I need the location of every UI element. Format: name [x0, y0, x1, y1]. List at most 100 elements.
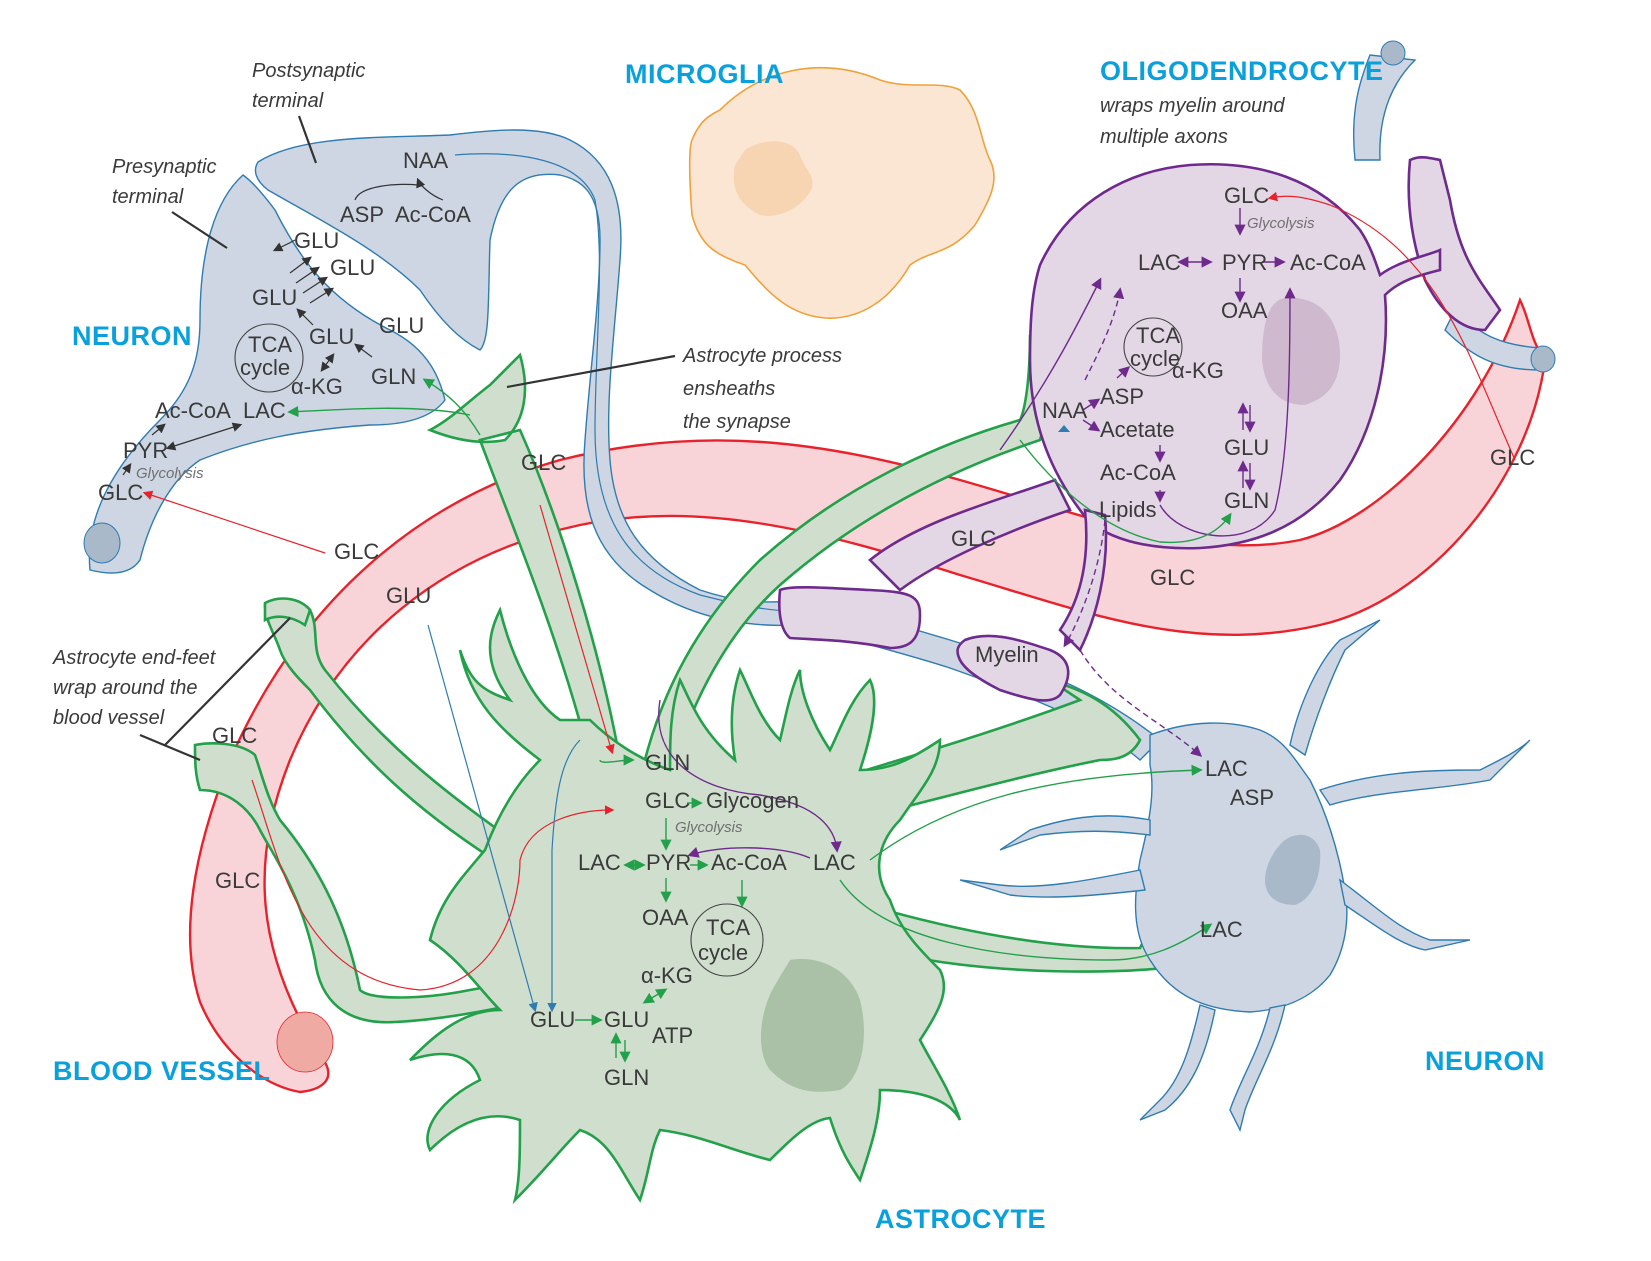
label-glu-pre-top: GLU: [294, 228, 339, 253]
label-glu-oligo: GLU: [1224, 435, 1269, 460]
arrow-lac-to-pyr: [687, 847, 811, 859]
oligodendrocyte-myelin-segment-lower: [956, 634, 1070, 702]
label-glu-pre-mid: GLU: [252, 285, 297, 310]
arrow-pyr-lac: [165, 422, 243, 451]
label-akg-oligo: α-KG: [1172, 358, 1224, 383]
oligodendrocyte-myelin-segment-left: [778, 585, 922, 650]
label-glc-vessel-right: GLC: [1150, 565, 1195, 590]
left-neuron-arrows: [121, 180, 481, 554]
annotation-oligo-sub-2: multiple axons: [1100, 126, 1228, 148]
arrow-vesicle-3: [302, 276, 329, 294]
neuron-right: [959, 619, 1531, 1133]
title-oligodendrocyte: OLIGODENDROCYTE: [1100, 56, 1384, 86]
label-accoa-post: Ac-CoA: [395, 202, 471, 227]
arrow-glc-vessel-to-astro: [539, 504, 615, 755]
label-oaa-astro: OAA: [642, 905, 689, 930]
arrow-asp-tca: [1116, 366, 1131, 379]
axon-end-upper: [1380, 40, 1406, 66]
label-glc-vessel-top: GLC: [521, 450, 566, 475]
arrow-vesicle-1: [289, 256, 312, 274]
label-gln-astro-bottom: GLN: [604, 1065, 649, 1090]
label-asp-post: ASP: [340, 202, 384, 227]
arrow-glu-uptake-1: [427, 624, 538, 1013]
arrow-naa-to-lac-dashed: [1084, 287, 1125, 381]
arrow-myelin-to-neuron: [1079, 649, 1203, 757]
neuron-left: [83, 129, 801, 627]
annotation-postsynaptic-1: Postsynaptic: [252, 60, 365, 82]
label-lipids-oligo: Lipids: [1099, 497, 1156, 522]
microglia-body: [688, 67, 995, 319]
arrow-gln-to-astro-gln: [599, 754, 635, 766]
arrow-glc-vessel-to-oligo: [1267, 191, 1516, 461]
arrow-lac-to-neuron-top: [869, 764, 1203, 861]
neuron-right-nucleus: [1265, 834, 1321, 905]
arrow-glc-endfoot-to-astro: [251, 779, 615, 991]
arrow-astro-to-oligo-lac: [999, 277, 1102, 451]
label-glc-astro: GLC: [645, 788, 690, 813]
arrow-naa: [354, 180, 444, 201]
leader-endfeet-1: [139, 733, 201, 762]
oligodendrocyte-arrows: [999, 191, 1516, 757]
label-naa: NAA: [403, 148, 449, 173]
label-asp-neuron-right: ASP: [1230, 785, 1274, 810]
label-atp: ATP: [652, 1023, 693, 1048]
arrow-lac-to-neuron: [287, 405, 471, 418]
annotation-oligo-sub-1: wraps myelin around: [1100, 95, 1285, 117]
label-tca-neuron-2: cycle: [240, 355, 290, 380]
label-lac-neuron-right-top: LAC: [1205, 756, 1248, 781]
label-tca-astro-1: TCA: [706, 915, 750, 940]
dendrite-2: [1318, 739, 1531, 806]
annotation-presynaptic-1: Presynaptic: [112, 156, 217, 178]
title-blood-vessel: BLOOD VESSEL: [53, 1056, 271, 1086]
leader-lines: [139, 115, 676, 762]
title-astrocyte: ASTROCYTE: [875, 1204, 1046, 1234]
astrocyte-nucleus: [760, 959, 864, 1092]
label-gln-neuron: GLN: [371, 364, 416, 389]
annotation-endfeet-3: blood vessel: [53, 707, 165, 729]
label-lac-neuron: LAC: [243, 398, 286, 423]
title-neuron-left: NEURON: [72, 321, 192, 351]
label-glycolysis-neuron: Glycolysis: [136, 465, 204, 482]
oligodendrocyte-nucleus: [1262, 297, 1340, 405]
neuron-tca-circle: [234, 323, 304, 393]
label-gln-astro: GLN: [645, 750, 690, 775]
arrow-akg-glu: [320, 353, 335, 372]
label-glu-astro-2: GLU: [604, 1007, 649, 1032]
arrow-vesicle-4: [309, 287, 335, 304]
arrow-oligo-lac-to-astro: [658, 699, 842, 853]
label-glc-vessel-far-right: GLC: [1490, 445, 1535, 470]
annotation-endfeet-2: wrap around the: [53, 677, 198, 699]
leader-astro-process: [506, 354, 676, 389]
label-naa-oligo: NAA: [1042, 398, 1088, 423]
label-accoa-oligo: Ac-CoA: [1290, 250, 1366, 275]
leader-endfeet-2: [164, 617, 291, 746]
label-accoa-neuron: Ac-CoA: [155, 398, 231, 423]
title-neuron-right: NEURON: [1425, 1046, 1545, 1076]
microglia-nucleus: [733, 141, 813, 216]
label-glc-vessel-mid: GLC: [951, 526, 996, 551]
oligodendrocyte-body: [1028, 163, 1442, 550]
label-glc-vessel-left: GLC: [334, 539, 379, 564]
oligodendrocyte-myelin-segment-upper: [1407, 155, 1502, 332]
annotation-astro-process-3: the synapse: [683, 411, 791, 433]
label-acetate-oligo: Acetate: [1100, 417, 1175, 442]
arrow-glu-low: [296, 308, 314, 326]
annotation-postsynaptic-2: terminal: [252, 90, 324, 112]
postsynaptic-terminal: [254, 129, 801, 627]
arrow-lipids-to-myelin: [1063, 519, 1106, 648]
label-glycolysis-oligo: Glycolysis: [1247, 215, 1315, 232]
title-microglia: MICROGLIA: [625, 59, 784, 89]
label-glc-vessel-lower: GLC: [215, 868, 260, 893]
label-lac-oligo: LAC: [1138, 250, 1181, 275]
label-glu-astro-gap: GLU: [379, 313, 424, 338]
label-lac-astro-left: LAC: [578, 850, 621, 875]
label-glu-pre-low: GLU: [309, 324, 354, 349]
label-pyr-neuron: PYR: [123, 438, 168, 463]
label-asp-oligo: ASP: [1100, 384, 1144, 409]
arrow-glc-to-neuron: [142, 490, 326, 554]
arrow-vesicle-2: [295, 266, 320, 284]
annotation-endfeet-1: Astrocyte end-feet: [52, 647, 217, 669]
label-accoa-astro: Ac-CoA: [711, 850, 787, 875]
annotation-astro-process-1: Astrocyte process: [682, 345, 842, 367]
